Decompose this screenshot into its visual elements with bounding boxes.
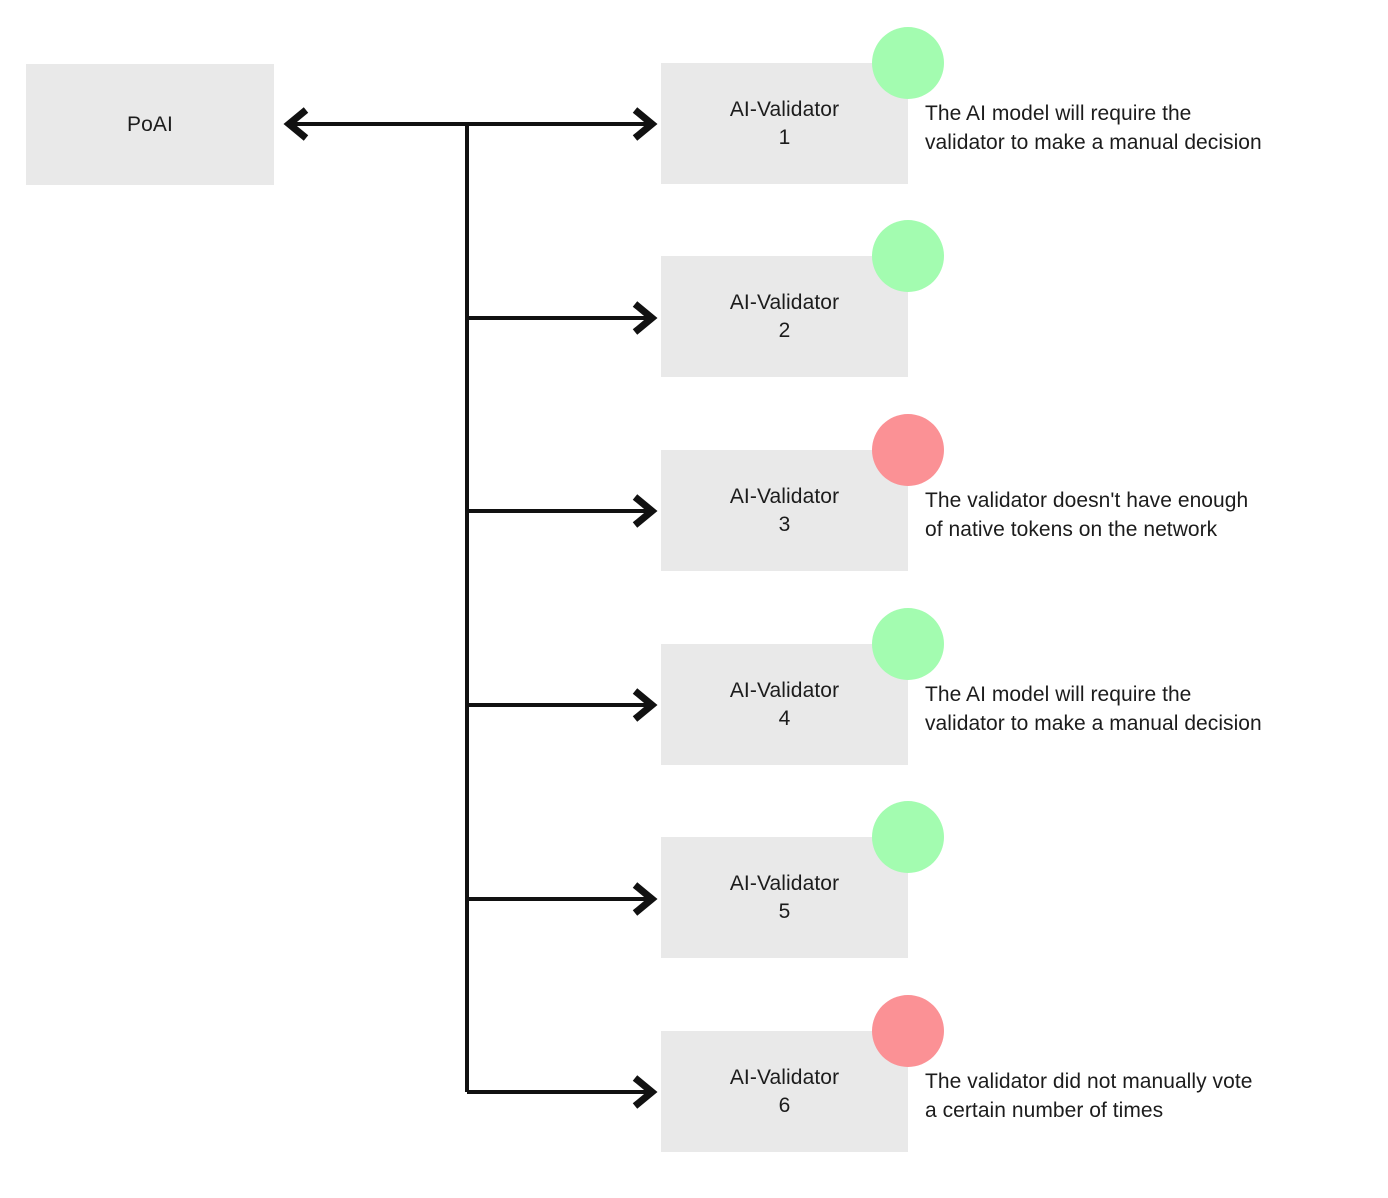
ai-validator-2-label: AI-Validator 2 [729, 290, 840, 342]
arrowhead-to-ai-validator-1 [632, 107, 658, 141]
status-alert-icon-3 [872, 414, 944, 486]
arrowhead-to-ai-validator-6 [632, 1075, 658, 1109]
poai-node[interactable]: PoAI [26, 64, 274, 185]
ai-validator-3-annotation: The validator doesn't have enough of nat… [925, 489, 1249, 541]
ai-validator-4-annotation: The AI model will require the validator … [925, 683, 1262, 735]
arrowhead-to-ai-validator-2 [632, 301, 658, 335]
ai-validator-6-label: AI-Validator 6 [729, 1065, 840, 1117]
status-alert-icon-6 [872, 995, 944, 1067]
ai-validator-6-annotation: The validator did not manually vote a ce… [925, 1070, 1253, 1122]
arrowhead-left-to-poai [283, 107, 309, 141]
arrowhead-to-ai-validator-4 [632, 688, 658, 722]
ai-validator-1-label: AI-Validator 1 [729, 97, 840, 149]
ai-validator-4-label: AI-Validator 4 [729, 678, 840, 730]
ai-validator-4-node[interactable]: AI-Validator 4 [661, 644, 908, 765]
ai-validator-2-node[interactable]: AI-Validator 2 [661, 256, 908, 377]
arrowhead-to-ai-validator-5 [632, 882, 658, 916]
status-ok-icon-4 [872, 608, 944, 680]
status-ok-icon-1 [872, 27, 944, 99]
status-ok-icon-5 [872, 801, 944, 873]
ai-validator-1-node[interactable]: AI-Validator 1 [661, 63, 908, 184]
ai-validator-3-node[interactable]: AI-Validator 3 [661, 450, 908, 571]
ai-validator-1-annotation: The AI model will require the validator … [925, 102, 1262, 154]
status-ok-icon-2 [872, 220, 944, 292]
poai-node-label: PoAI [127, 112, 173, 136]
ai-validator-5-node[interactable]: AI-Validator 5 [661, 837, 908, 958]
arrowhead-to-ai-validator-3 [632, 494, 658, 528]
ai-validator-3-label: AI-Validator 3 [729, 484, 840, 536]
ai-validator-6-node[interactable]: AI-Validator 6 [661, 1031, 908, 1152]
ai-validator-5-label: AI-Validator 5 [729, 871, 840, 923]
